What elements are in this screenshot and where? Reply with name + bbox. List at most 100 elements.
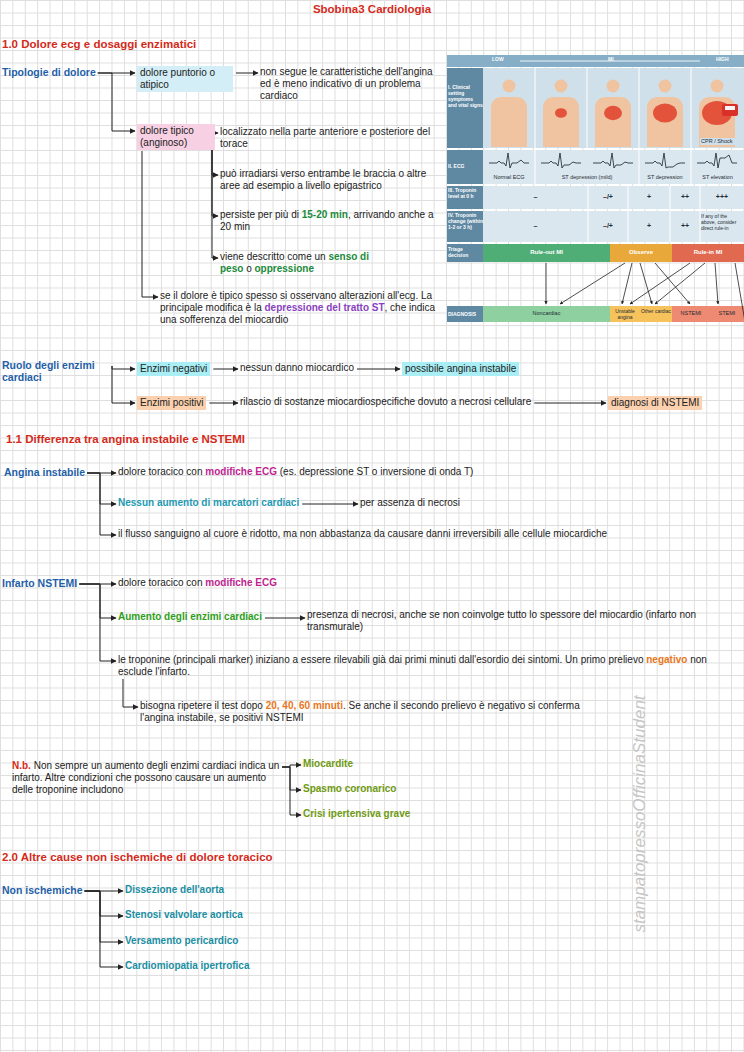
note-text: N.b.Non sempre un aumento degli enzimi c… — [12, 760, 280, 796]
cell-separator — [587, 68, 588, 148]
cell-separator — [535, 150, 536, 184]
text-run: Crisi ipertensiva grave — [303, 808, 410, 819]
text-run: presenza di necrosi, anche se non coinvo… — [307, 609, 696, 632]
chest-pain-area — [604, 106, 622, 120]
note-text: nessun danno miocardico — [240, 362, 354, 374]
figure-label: ST depression (mild) — [535, 174, 639, 181]
patient-body — [595, 97, 631, 147]
text-run: Miocardite — [303, 758, 353, 769]
connector-arrow — [123, 679, 138, 707]
defibrillator — [722, 104, 738, 116]
connector-arrow — [85, 891, 123, 942]
figure-label: MI — [608, 56, 638, 62]
table-cell — [483, 186, 744, 209]
figure-label: If any of the above, consider direct rul… — [701, 213, 743, 231]
text-run: Versamento pericardico — [125, 935, 238, 946]
ecg-trace — [697, 153, 737, 168]
note-text: presenza di necrosi, anche se non coinvo… — [307, 609, 732, 633]
diagnosis-band — [610, 306, 672, 322]
text-run: Aumento degli enzimi cardiaci — [118, 611, 262, 622]
figure-label: CPR / Shock — [700, 138, 744, 145]
text-run: dolore toracico con — [118, 577, 203, 588]
note-text: dolore toracico conmodifiche ECG(es. dep… — [118, 466, 473, 478]
topic-heading: Ruolo degli enzimi cardiaci — [2, 359, 110, 383]
text-run: Enzimi negativi — [140, 363, 207, 374]
note-text: Dissezione dell'aorta — [125, 884, 224, 896]
patient-body — [647, 97, 683, 147]
patient-head — [503, 80, 516, 93]
section-heading: 1.0 Dolore ecg e dosaggi enzimatici — [2, 37, 502, 51]
table-cell — [483, 150, 744, 184]
figure-label: Rule-out MI — [483, 249, 610, 256]
cell-separator — [691, 68, 692, 148]
cell-separator — [535, 68, 536, 148]
note-text: il flusso sanguigno al cuore è ridotto, … — [118, 528, 607, 540]
figure-label: Noncardiac — [483, 310, 610, 317]
figure-label: +++ — [700, 193, 744, 201]
connector-arrow — [213, 369, 238, 370]
note-text: non segue le caratteristiche dell'angina… — [260, 66, 442, 102]
text-run: può irradiarsi verso entrambe le braccia… — [220, 168, 426, 191]
text-run: dolore tipico (anginoso) — [140, 125, 194, 148]
figure-label: Triage decision — [448, 246, 483, 258]
ecg-trace — [645, 153, 685, 168]
note-text: per assenza di necrosi — [360, 497, 460, 509]
patient-body — [491, 97, 527, 147]
triage-arrow — [560, 263, 625, 304]
connector-arrow — [85, 891, 123, 967]
connector-arrow — [79, 584, 116, 618]
patient-head — [659, 80, 672, 93]
header-band — [447, 55, 744, 67]
figure-label: III. Troponin level at 0 h — [448, 187, 483, 199]
connector-arrow — [87, 473, 116, 504]
patient-head — [607, 80, 620, 93]
highlight-box: Enzimi negativi — [137, 362, 210, 376]
triage-arrow — [622, 263, 632, 304]
figure-label: ST elevation — [691, 174, 744, 181]
cell-separator — [628, 186, 629, 242]
cell-separator — [588, 186, 589, 242]
watermark: stampatopressoOfficinaStudent — [630, 684, 650, 944]
note-text: Versamento pericardico — [125, 935, 238, 947]
note-text: bisogna ripetere il test dopo20, 40, 60 … — [140, 700, 605, 724]
figure-label: I. Clinical setting symptoms and vital s… — [448, 84, 483, 108]
page-title: Sbobina3 Cardiologia — [0, 3, 744, 15]
figure-label: + — [628, 222, 670, 230]
note-text: se il dolore è tipico spesso si osservan… — [160, 290, 445, 326]
cell-separator — [691, 150, 692, 184]
connector-arrow — [282, 767, 301, 790]
text-run: Angina instabile — [4, 466, 85, 478]
topic-heading: Tipologie di dolore — [2, 66, 96, 78]
note-text: persiste per più di15-20 min, arrivando … — [220, 209, 446, 233]
triage-arrow — [640, 263, 652, 304]
ecg-trace — [593, 153, 633, 168]
note-text: può irradiarsi verso entrambe le braccia… — [220, 168, 446, 192]
connector-arrow — [79, 584, 116, 661]
section-heading: 2.0 Altre cause non ischemiche di dolore… — [2, 850, 502, 864]
text-run: Nessun aumento di marcatori cardiaci — [118, 497, 299, 508]
text-run: non segue le caratteristiche dell'angina… — [260, 66, 433, 101]
row-label-cell — [447, 211, 483, 242]
text-run: 15-20 min — [302, 209, 348, 220]
figure-label: –/+ — [588, 193, 628, 201]
text-run: Enzimi positivi — [140, 397, 203, 408]
row-label-cell — [447, 244, 483, 262]
note-text: Spasmo coronarico — [303, 783, 396, 795]
highlight-box: possibile angina instabile — [402, 362, 519, 376]
chest-pain-area — [555, 108, 567, 118]
note-text: localizzato nella parte anteriore e post… — [220, 126, 446, 150]
connector-arrow — [212, 131, 218, 258]
diagnosis-band — [483, 306, 610, 322]
defibrillator-screen — [725, 106, 735, 110]
topic-heading: Infarto NSTEMI — [2, 577, 77, 589]
figure-label: – — [483, 222, 588, 230]
text-run: negativo — [646, 654, 687, 665]
connector-arrow — [236, 73, 258, 74]
figure-label: Other cardiac — [640, 308, 672, 314]
text-run: rilascio di sostanze miocardiospecifiche… — [240, 396, 531, 407]
triage-arrow — [655, 263, 705, 304]
table-cell — [483, 211, 744, 242]
note-text: rilascio di sostanze miocardiospecifiche… — [240, 396, 531, 408]
connector-arrow — [534, 403, 606, 404]
text-run: dolore toracico con — [118, 466, 203, 477]
